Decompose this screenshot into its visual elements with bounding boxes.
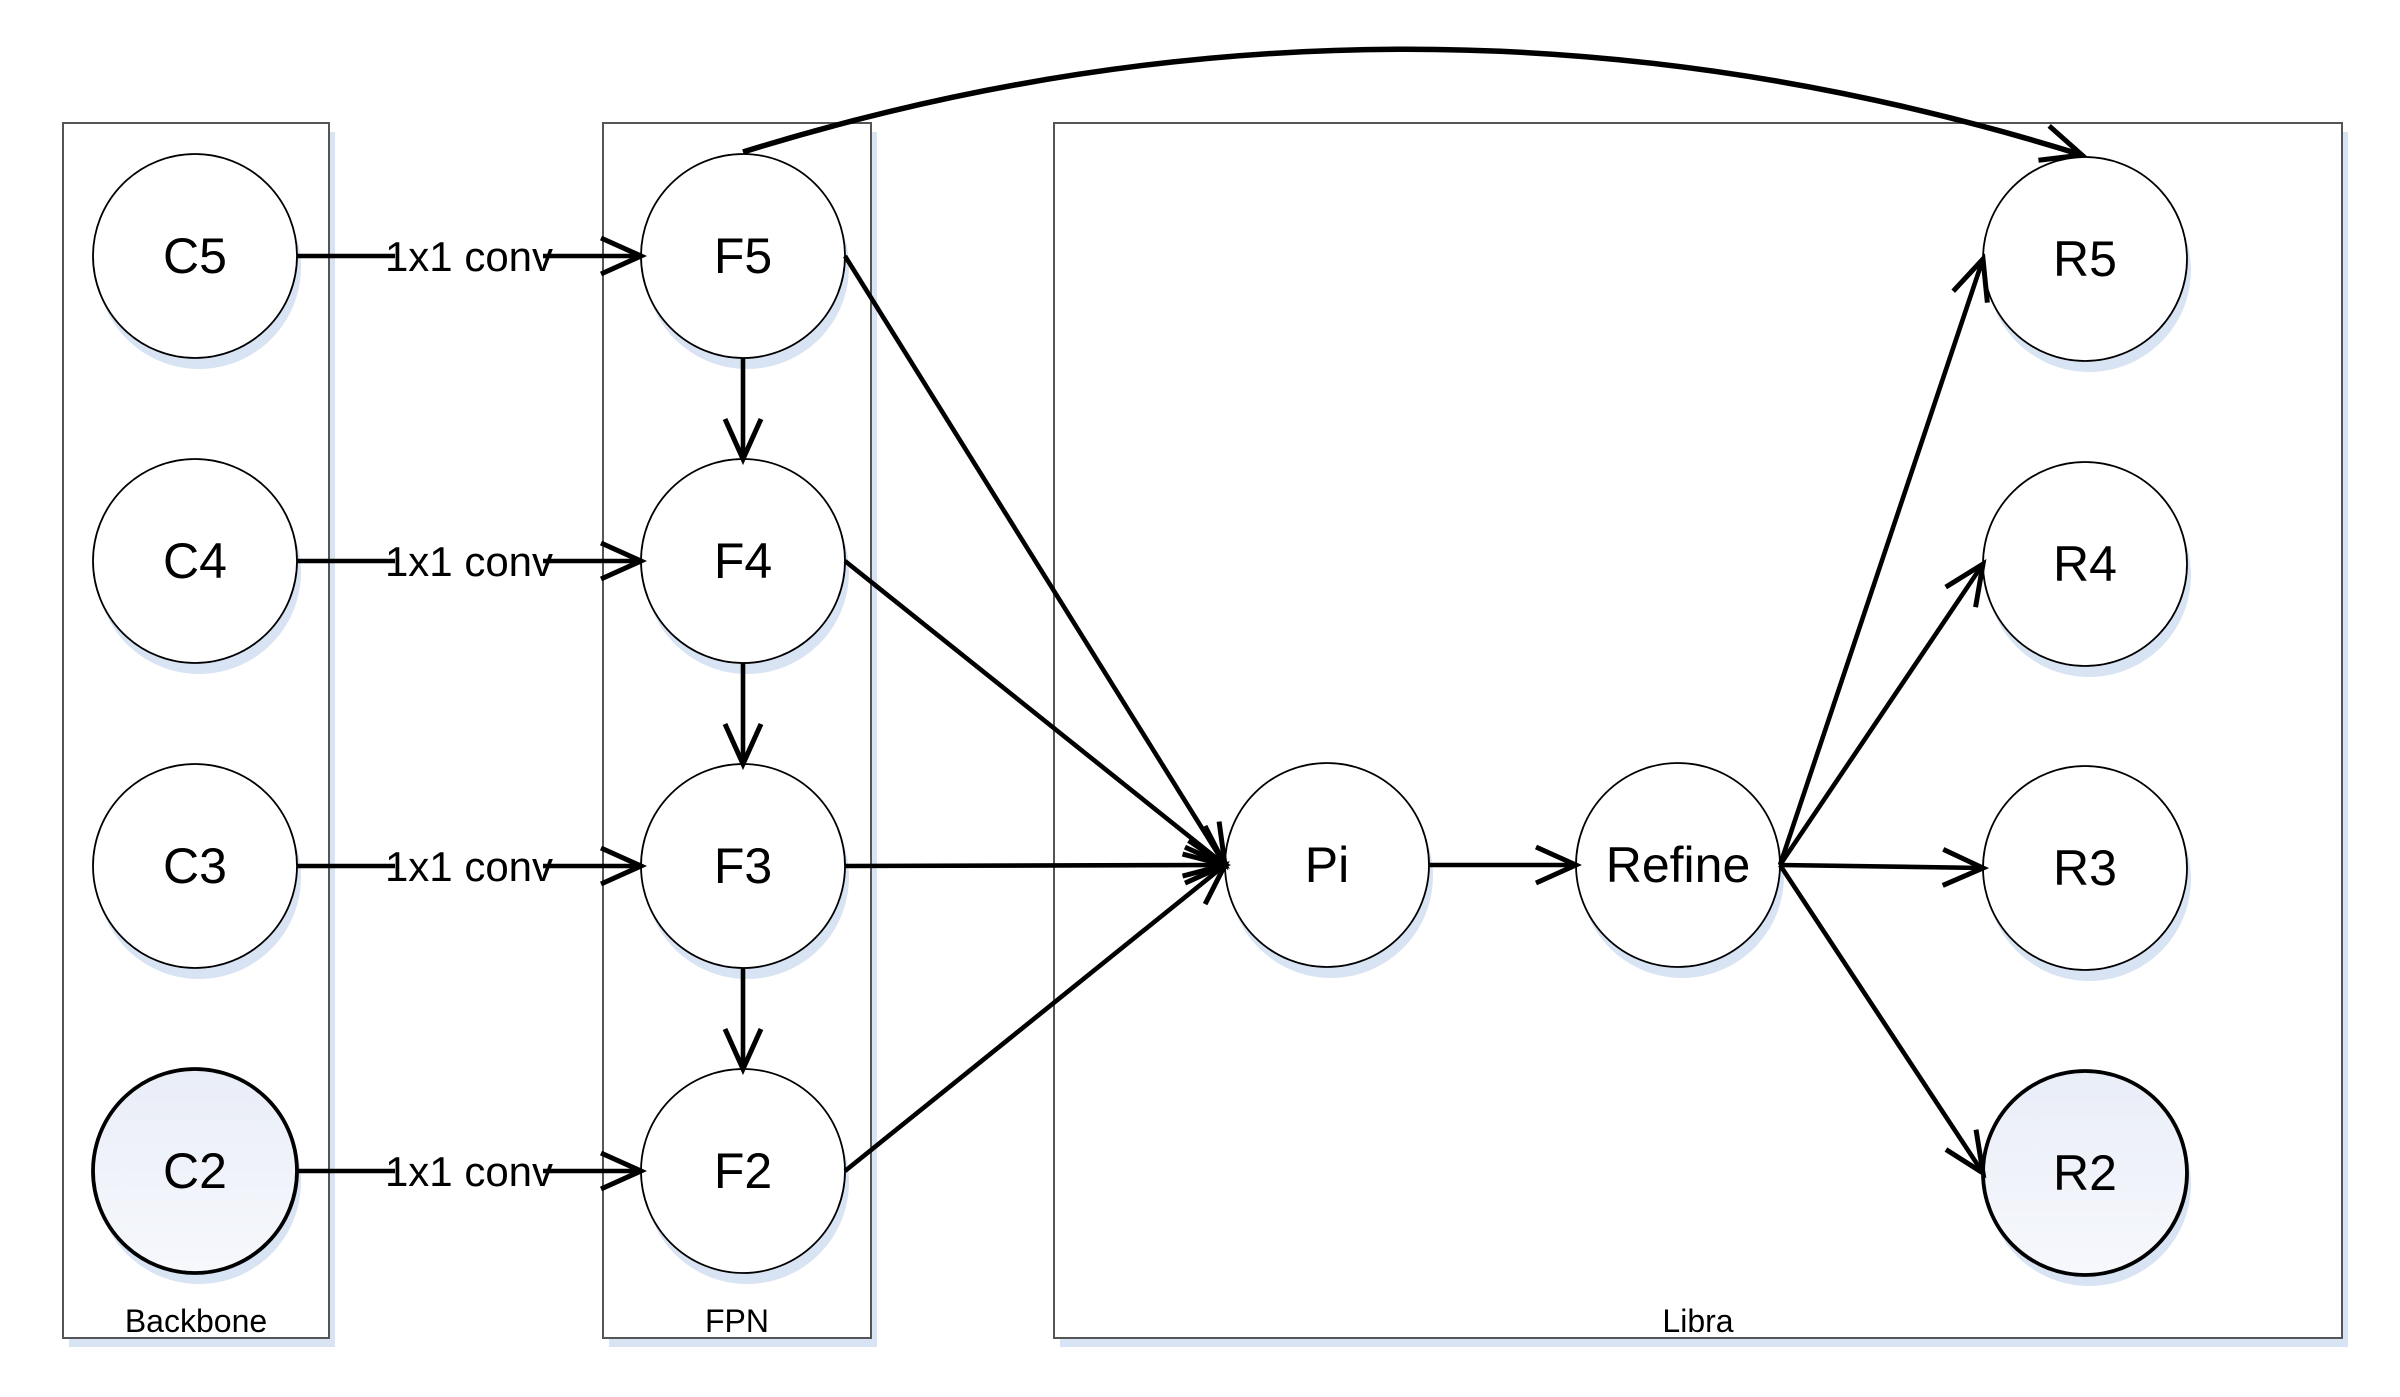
node-label-r2: R2 — [2053, 1145, 2117, 1201]
edge-f3-pi — [844, 865, 1225, 866]
edge-label-c4-f4: 1x1 conv — [385, 538, 553, 585]
edge-f4-pi — [843, 559, 1225, 865]
group-label-fpn: FPN — [705, 1303, 769, 1339]
node-label-r5: R5 — [2053, 231, 2117, 287]
node-label-f3: F3 — [714, 838, 772, 894]
edge-refine-r3 — [1779, 865, 1983, 868]
node-label-f5: F5 — [714, 228, 772, 284]
node-label-f2: F2 — [714, 1143, 772, 1199]
edge-f2-pi — [843, 865, 1225, 1173]
node-label-c5: C5 — [163, 228, 227, 284]
node-label-c4: C4 — [163, 533, 227, 589]
edge-label-c5-f5: 1x1 conv — [385, 233, 553, 280]
node-label-r3: R3 — [2053, 840, 2117, 896]
curved-edge-f5-r5-arc — [742, 46, 2082, 155]
edge-refine-r5 — [1777, 259, 1983, 866]
group-label-libra: Libra — [1662, 1303, 1733, 1339]
edge-refine-r2 — [1778, 863, 1983, 1173]
edge-label-c3-f3: 1x1 conv — [385, 843, 553, 890]
node-label-c2: C2 — [163, 1143, 227, 1199]
node-label-f4: F4 — [714, 533, 772, 589]
edge-label-c2-f2: 1x1 conv — [385, 1148, 553, 1195]
edge-f5-pi — [843, 254, 1225, 865]
edge-refine-r4 — [1778, 564, 1983, 867]
node-label-c3: C3 — [163, 838, 227, 894]
edge-label-mask-c3-f3 — [395, 843, 543, 889]
edge-label-mask-c4-f4 — [395, 538, 543, 584]
node-label-pi: Pi — [1305, 837, 1349, 893]
edge-label-mask-c2-f2 — [395, 1148, 543, 1194]
edge-label-mask-c5-f5 — [395, 233, 543, 279]
node-label-refine: Refine — [1606, 837, 1751, 893]
node-label-r4: R4 — [2053, 536, 2117, 592]
group-label-backbone: Backbone — [125, 1303, 267, 1339]
